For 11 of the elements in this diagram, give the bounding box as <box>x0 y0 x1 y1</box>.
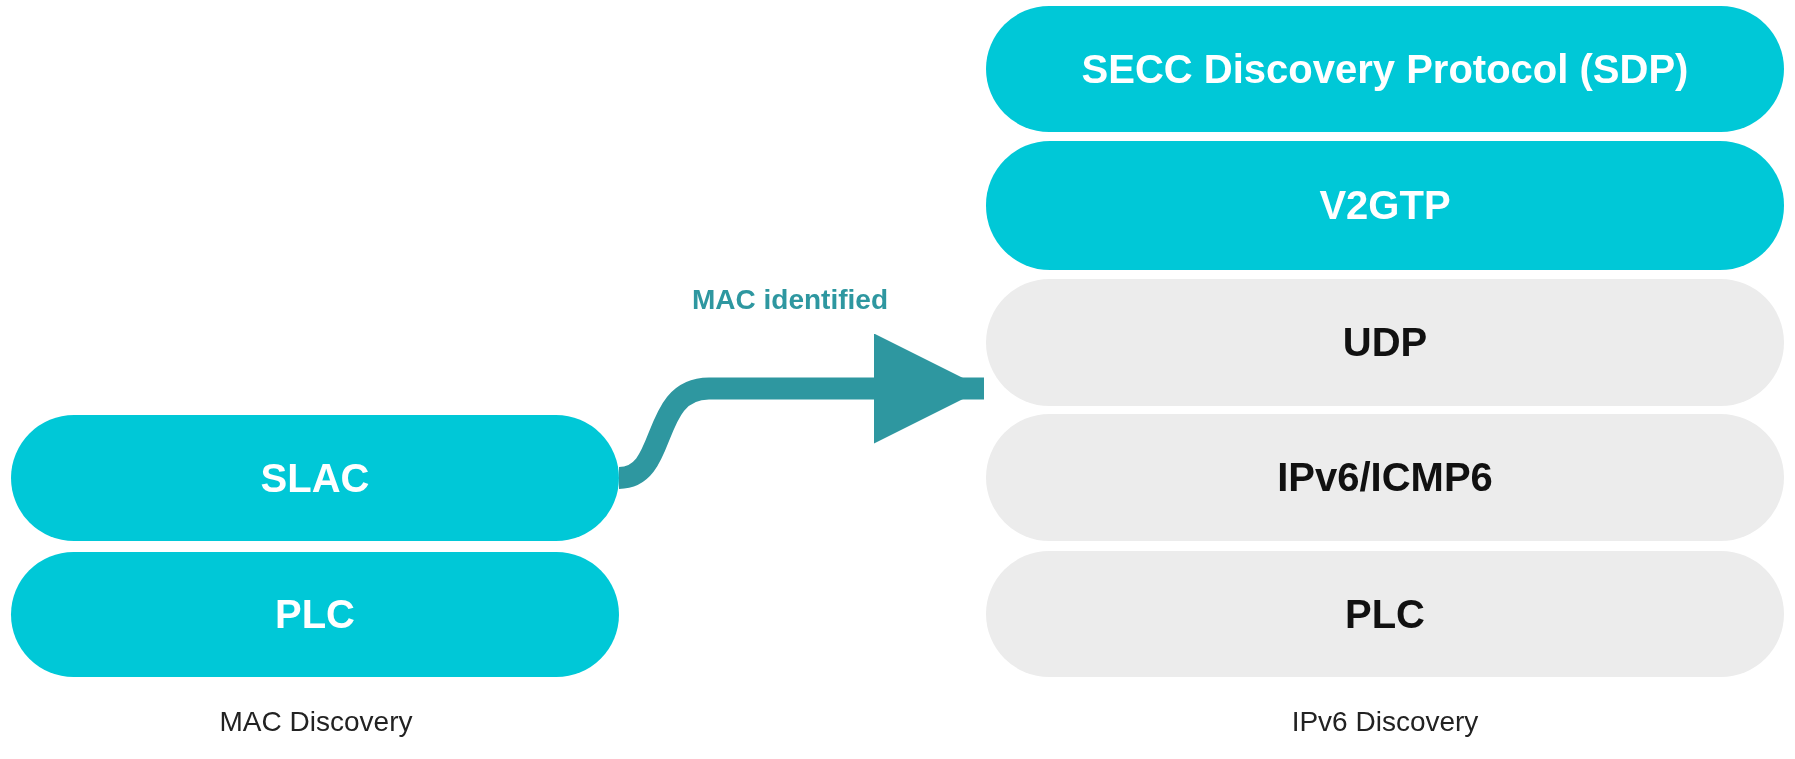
layer-pill: PLC <box>986 551 1784 677</box>
layer-pill: IPv6/ICMP6 <box>986 414 1784 541</box>
layer-pill: PLC <box>11 552 619 677</box>
edge-label: MAC identified <box>692 284 888 316</box>
layer-pill: SLAC <box>11 415 619 541</box>
layer-pill: V2GTP <box>986 141 1784 270</box>
layer-pill: SECC Discovery Protocol (SDP) <box>986 6 1784 132</box>
stack-caption: MAC Discovery <box>219 706 413 738</box>
layer-pill: UDP <box>986 279 1784 406</box>
stack-caption: IPv6 Discovery <box>1291 706 1479 738</box>
arrow <box>617 333 984 489</box>
